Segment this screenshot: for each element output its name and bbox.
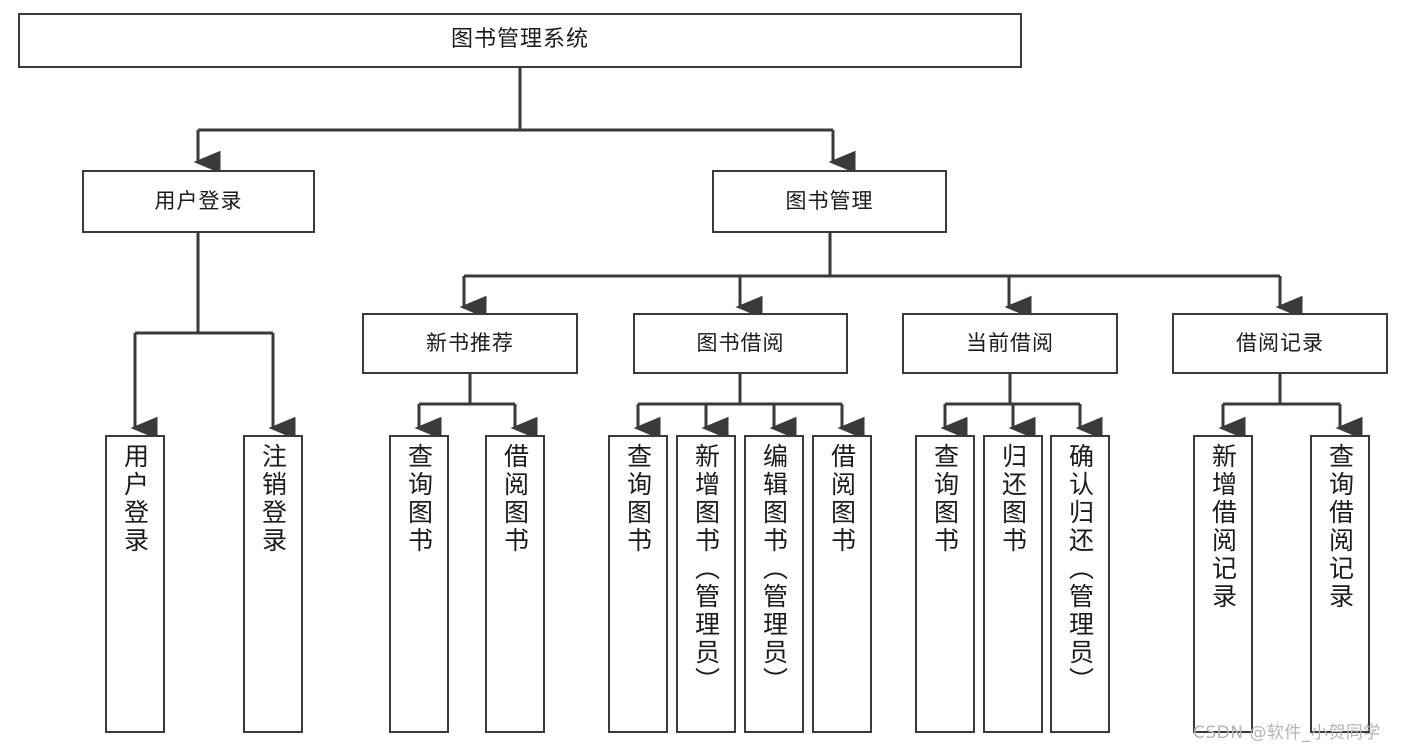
node-book-borrow[interactable]: 图书借阅 bbox=[633, 313, 848, 374]
leaf-new-book-borrow-book[interactable]: 借阅图书 bbox=[485, 435, 545, 733]
node-label: 用户登录 bbox=[154, 188, 243, 213]
node-borrow-record[interactable]: 借阅记录 bbox=[1172, 313, 1388, 374]
node-label: 用户登录 bbox=[120, 443, 150, 555]
leaf-current-borrow-confirm-return-admin[interactable]: 确认归还（管理员） bbox=[1050, 435, 1110, 733]
leaf-book-borrow-edit-book-admin[interactable]: 编辑图书（管理员） bbox=[744, 435, 804, 733]
node-label: 图书管理 bbox=[785, 188, 874, 213]
leaf-user-login-logout[interactable]: 注销登录 bbox=[243, 435, 303, 733]
leaf-current-borrow-query-book[interactable]: 查询图书 bbox=[915, 435, 975, 733]
node-current-borrow[interactable]: 当前借阅 bbox=[902, 313, 1118, 374]
node-label: 查询图书 bbox=[404, 443, 434, 555]
node-label: 借阅图书 bbox=[827, 443, 857, 555]
leaf-book-borrow-borrow-book[interactable]: 借阅图书 bbox=[812, 435, 872, 733]
leaf-book-borrow-query-book[interactable]: 查询图书 bbox=[608, 435, 668, 733]
node-label: 新增借阅记录 bbox=[1208, 443, 1238, 611]
leaf-borrow-record-query-record[interactable]: 查询借阅记录 bbox=[1310, 435, 1370, 733]
node-label: 查询图书 bbox=[930, 443, 960, 555]
node-label: 图书借阅 bbox=[696, 330, 785, 355]
node-user-login[interactable]: 用户登录 bbox=[82, 170, 315, 233]
node-label: 查询借阅记录 bbox=[1325, 443, 1355, 611]
node-label: 编辑图书（管理员） bbox=[759, 443, 789, 695]
leaf-current-borrow-return-book[interactable]: 归还图书 bbox=[983, 435, 1043, 733]
node-label: 当前借阅 bbox=[966, 330, 1054, 355]
node-label: 新增图书（管理员） bbox=[691, 443, 721, 695]
leaf-user-login-login[interactable]: 用户登录 bbox=[105, 435, 165, 733]
leaf-borrow-record-add-record[interactable]: 新增借阅记录 bbox=[1193, 435, 1253, 733]
node-new-book-recommend[interactable]: 新书推荐 bbox=[362, 313, 578, 374]
node-label: 查询图书 bbox=[623, 443, 653, 555]
leaf-new-book-query-book[interactable]: 查询图书 bbox=[389, 435, 449, 733]
node-label: 借阅记录 bbox=[1236, 330, 1324, 355]
node-book-management[interactable]: 图书管理 bbox=[712, 170, 947, 233]
node-label: 借阅图书 bbox=[500, 443, 530, 555]
node-root-book-management-system[interactable]: 图书管理系统 bbox=[18, 13, 1022, 68]
node-label: 归还图书 bbox=[998, 443, 1028, 555]
csdn-watermark: CSDN @软件_小贺同学 bbox=[1193, 723, 1381, 743]
leaf-book-borrow-add-book-admin[interactable]: 新增图书（管理员） bbox=[676, 435, 736, 733]
node-label: 注销登录 bbox=[258, 443, 288, 555]
node-label: 确认归还（管理员） bbox=[1065, 443, 1095, 695]
node-label: 新书推荐 bbox=[426, 330, 514, 355]
node-label: 图书管理系统 bbox=[450, 27, 589, 53]
